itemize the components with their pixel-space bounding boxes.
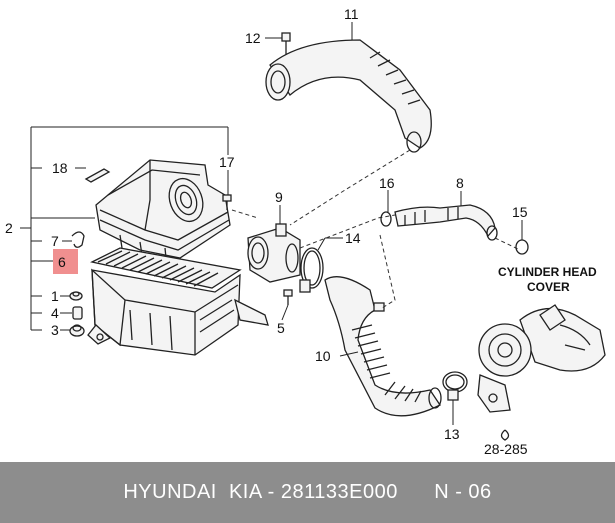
label-sticker <box>84 168 111 183</box>
hose-clamp-15 <box>515 220 529 255</box>
insulator <box>69 324 85 337</box>
air-cleaner-cover <box>95 159 231 259</box>
footer-bar: HYUNDAI KIA - 281133E000 N - 06 <box>0 462 615 523</box>
footer-part-number: HYUNDAI KIA - 281133E000 <box>123 481 398 503</box>
left-leader-bracket <box>20 126 229 331</box>
callout-7: 7 <box>51 233 59 249</box>
intake-duct-upper <box>265 22 432 153</box>
callout-3: 3 <box>51 322 59 338</box>
callout-17: 17 <box>219 154 235 170</box>
sensor-screw <box>281 289 293 321</box>
callout-11: 11 <box>344 6 359 22</box>
intake-hose-lower <box>324 276 442 417</box>
filter-element <box>90 247 242 289</box>
hose-clamp-13 <box>442 371 468 425</box>
callout-4: 4 <box>51 305 59 321</box>
turbocharger <box>477 304 606 441</box>
callout-10: 10 <box>315 348 331 364</box>
callout-8: 8 <box>456 175 464 191</box>
callout-16: 16 <box>379 175 395 191</box>
note-line-2: COVER <box>527 280 570 294</box>
air-cleaner-body <box>87 268 269 356</box>
footer-spacer <box>398 481 434 504</box>
callout-15: 15 <box>512 204 528 220</box>
hose-clamp-14 <box>299 237 343 293</box>
duct-clip <box>265 32 291 55</box>
parts-diagram: 1 2 3 4 5 6 7 8 9 10 11 12 13 14 15 16 1… <box>5 6 606 457</box>
callout-5: 5 <box>277 320 285 336</box>
callout-18: 18 <box>52 160 68 176</box>
breather-hose <box>380 190 498 241</box>
callout-9: 9 <box>275 189 283 205</box>
callout-12: 12 <box>245 30 261 46</box>
ref-label: 28-285 <box>484 441 528 457</box>
clip <box>71 231 85 248</box>
grommet <box>69 291 83 301</box>
footer-page-code: N - 06 <box>434 481 492 503</box>
cover-bolt <box>222 170 232 210</box>
air-flow-sensor <box>247 205 301 283</box>
callout-highlight <box>53 249 78 274</box>
callout-13: 13 <box>444 426 460 442</box>
callout-1: 1 <box>51 288 59 304</box>
collar <box>72 306 83 320</box>
callout-14: 14 <box>345 230 361 246</box>
callout-6: 6 <box>58 254 66 270</box>
note-line-1: CYLINDER HEAD <box>498 265 597 279</box>
callout-2: 2 <box>5 220 13 236</box>
